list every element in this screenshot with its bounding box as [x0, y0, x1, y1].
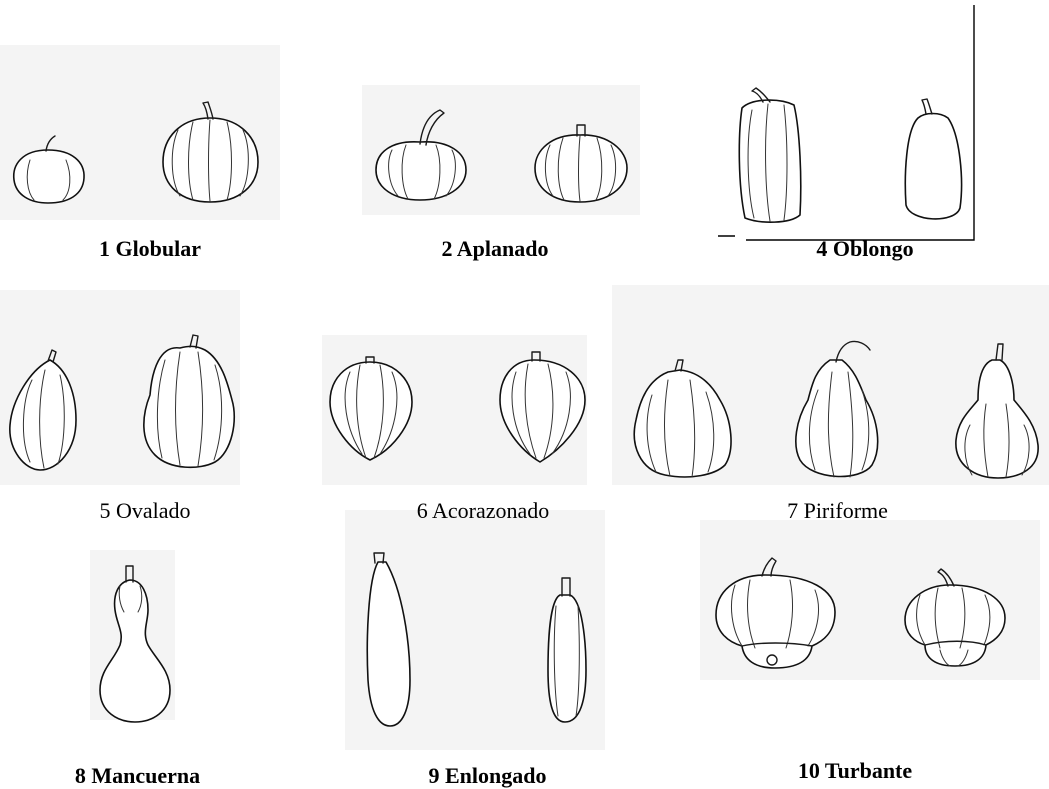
label-mancuerna: 8 Mancuerna [55, 763, 220, 789]
label-ovalado: 5 Ovalado [75, 498, 215, 524]
label-globular: 1 Globular [85, 236, 215, 262]
label-piriforme: 7 Piriforme [760, 498, 915, 524]
oblongo-right-fruit [905, 99, 961, 219]
label-aplanado: 2 Aplanado [420, 236, 570, 262]
oblongo-left-fruit [739, 88, 800, 222]
label-acorazonado: 6 Acorazonado [388, 498, 578, 524]
label-turbante: 10 Turbante [775, 758, 935, 784]
label-enlongado: 9 Enlongado [400, 763, 575, 789]
label-oblongo: 4 Oblongo [795, 236, 935, 262]
